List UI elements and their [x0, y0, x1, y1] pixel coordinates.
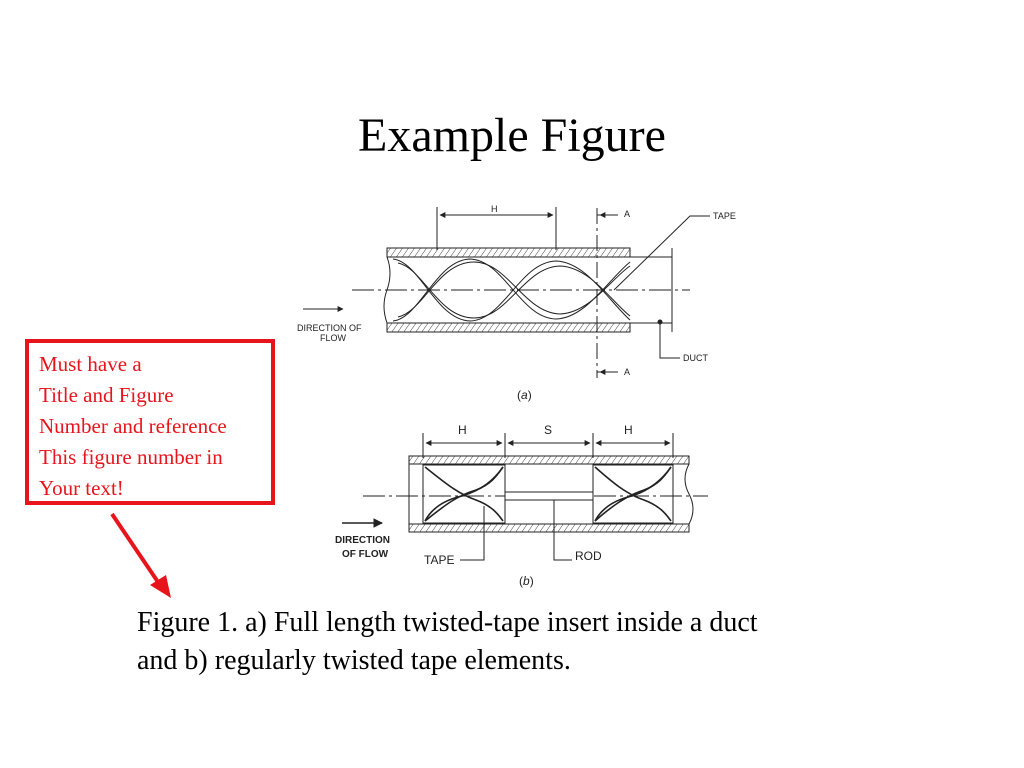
figure-b-rod-label: ROD	[575, 549, 602, 563]
figure-caption: Figure 1. a) Full length twisted-tape in…	[137, 604, 937, 680]
tape-element-1	[422, 464, 506, 524]
figure-a-sublabel: (a)	[517, 388, 532, 402]
figure-b-sublabel: (b)	[519, 574, 534, 588]
figure-a-duct-label: DUCT	[683, 353, 708, 363]
figure-b-tape-label: TAPE	[424, 553, 454, 567]
callout-line-4: This figure number in	[39, 445, 223, 469]
figure-a-sublabel-letter: a	[521, 388, 528, 402]
slide-title: Example Figure	[358, 109, 666, 162]
figure-a-tape-label: TAPE	[713, 211, 736, 221]
figure-a-h-label: H	[491, 204, 498, 214]
duct-wall-top	[386, 247, 631, 258]
twisted-tape-a	[392, 258, 631, 322]
figure-b-direction-label-1: DIRECTION	[335, 535, 390, 546]
callout-line-5: Your text!	[39, 476, 124, 500]
callout-line-1: Must have a	[39, 352, 142, 376]
figure-a-a-bottom-label: A	[624, 367, 630, 377]
rod	[504, 491, 594, 501]
callout-box: Must have a Title and Figure Number and …	[25, 339, 275, 505]
figure-b-direction-label-2: OF FLOW	[342, 549, 389, 560]
caption-line-1: Figure 1. a) Full length twisted-tape in…	[137, 607, 758, 638]
figure-b-h-left-label: H	[458, 423, 467, 437]
figure-b-s-label: S	[544, 423, 552, 437]
svg-text:(a): (a)	[517, 388, 532, 402]
figure-b-h-right-label: H	[624, 423, 633, 437]
duct-b-wall-top	[408, 455, 690, 465]
figure-a-direction-label-2: FLOW	[320, 333, 347, 343]
duct-b-wall-bottom	[408, 523, 690, 533]
figure-a-a-top-label: A	[624, 209, 630, 219]
figure-b-sublabel-letter: b	[523, 574, 530, 588]
callout-line-2: Title and Figure	[39, 383, 174, 407]
figure-b	[342, 433, 708, 561]
callout-line-3: Number and reference	[39, 414, 227, 438]
svg-text:(b): (b)	[519, 574, 534, 588]
figure-a	[303, 207, 710, 378]
tape-element-2	[592, 464, 674, 524]
callout-arrow	[110, 512, 171, 598]
caption-line-2: and b) regularly twisted tape elements.	[137, 645, 571, 676]
figure-a-direction-label-1: DIRECTION OF	[297, 323, 362, 333]
duct-wall-bottom	[386, 322, 631, 333]
